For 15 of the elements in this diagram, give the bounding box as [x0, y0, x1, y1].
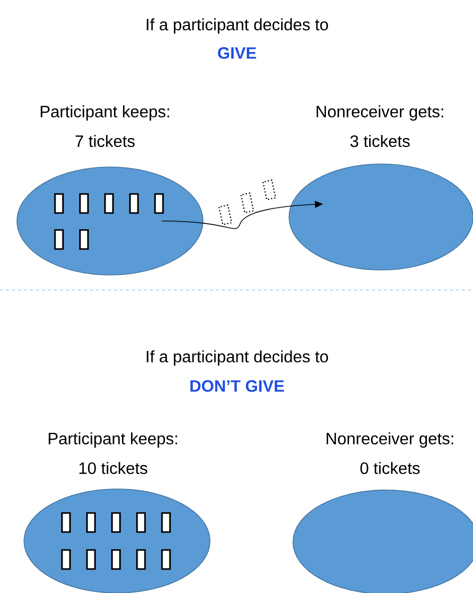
heading: 0 tickets: [360, 462, 420, 474]
ellipse: [292, 490, 473, 593]
ellipse: [16, 166, 204, 276]
choice-label: GIVE: [218, 47, 256, 59]
heading: Participant keeps:: [48, 432, 178, 448]
heading: 10 tickets: [79, 462, 148, 474]
choice-label: DON’T GIVE: [190, 380, 284, 392]
heading: Participant keeps:: [40, 105, 170, 121]
heading: Nonreceiver gets:: [326, 432, 454, 448]
heading: 7 tickets: [76, 134, 135, 148]
heading: 3 tickets: [350, 134, 410, 148]
section-heading: If a participant decides to: [146, 18, 328, 34]
section-heading: If a participant decides to: [146, 350, 328, 366]
ellipse: [288, 164, 473, 270]
heading: Nonreceiver gets:: [316, 105, 444, 121]
